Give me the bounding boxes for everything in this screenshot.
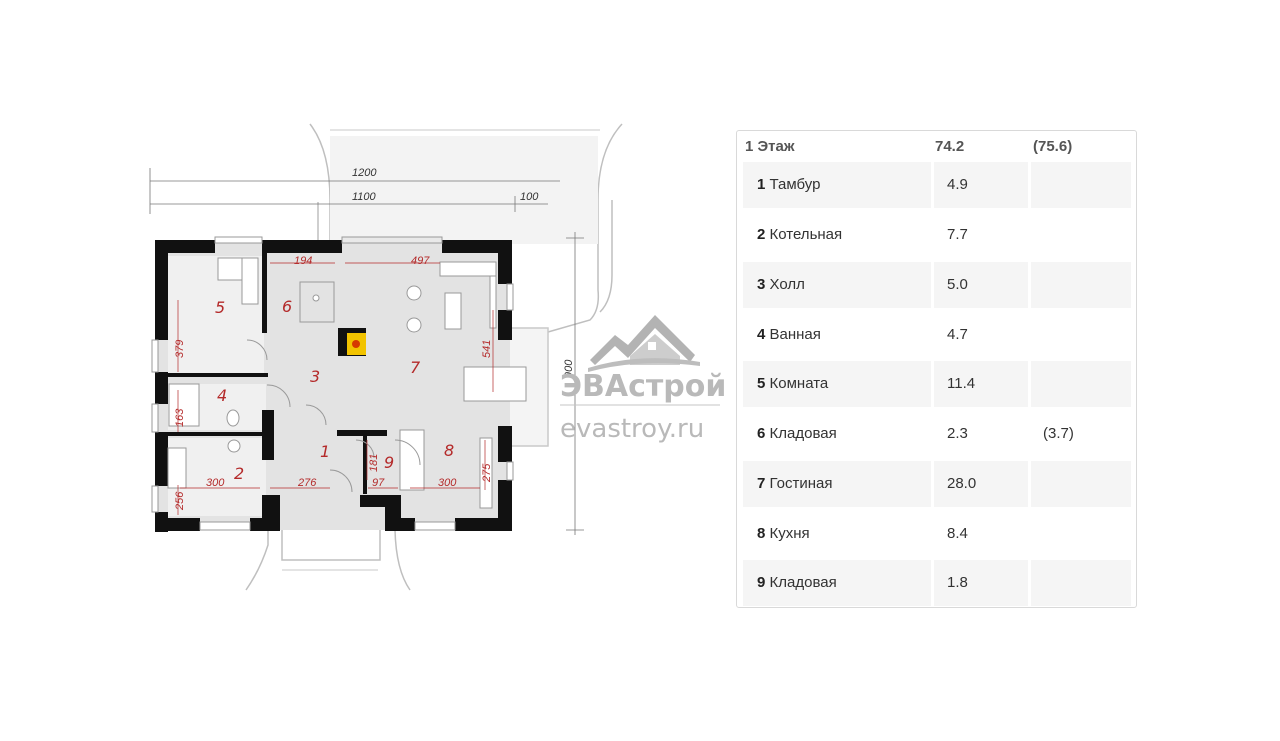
watermark-brand: ЭВАстрой [560,369,726,404]
room-number: 9 [757,574,766,591]
room-area: 5.0 [934,262,1028,308]
room-area: 8.4 [947,525,968,542]
room-name: Кладовая [769,574,837,591]
room-area: 2.3 [947,425,968,442]
room-number: 3 [757,276,766,293]
dim-offset: 100 [520,191,539,203]
room-number: 6 [757,425,766,442]
room-number-2: 2 [234,464,244,483]
room-name: Холл [769,276,805,293]
room-name: Котельная [769,226,843,243]
room-area-alt [1031,361,1131,407]
dim-height: 900 [563,359,575,378]
floor-plan: 1200 1100 100 900 [149,123,726,591]
dim-379: 379 [174,340,186,358]
room-name-cell: 4 Ванная [743,312,931,358]
room-number-6: 6 [282,297,292,316]
room-number: 5 [757,375,766,392]
room-number-5: 5 [215,298,225,317]
room-name: Комната [769,375,829,392]
table-row: 6 Кладовая 2.3 (3.7) [743,411,1131,457]
table-row: 2 Котельная 7.7 [743,212,1131,258]
room-area-alt [1031,212,1131,258]
dim-194: 194 [294,255,312,267]
room-area: 28.0 [934,461,1028,507]
room-name-cell: 6 Кладовая [743,411,931,457]
dim-541: 541 [481,340,493,358]
room-number-4: 4 [217,386,227,405]
room-dimension-lines [177,262,494,515]
room-number-9: 9 [384,453,394,472]
room-area-alt [1031,262,1131,308]
room-name-cell: 3 Холл [743,262,931,308]
dim-497: 497 [411,255,430,267]
watermark-logo [580,300,700,420]
room-number-8: 8 [444,441,454,460]
room-number: 7 [757,475,766,492]
room-name: Кладовая [769,425,837,442]
room-area-alt [1031,511,1131,557]
dim-97: 97 [372,477,385,489]
room-number: 1 [757,176,766,193]
room-name: Кухня [769,525,810,542]
room-name-cell: 7 Гостиная [743,461,931,507]
room-name-cell: 1 Тамбур [743,162,931,208]
table-row: 9 Кладовая 1.8 [743,560,1131,606]
windows [151,236,514,531]
total-area-alt: (75.6) [1033,138,1073,155]
room-area: 4.7 [947,326,968,343]
table-row: 7 Гостиная 28.0 [743,461,1131,507]
table-row: 1 Тамбур 4.9 [743,162,1131,208]
fire-icon [352,340,360,348]
room-name-cell: 2 Котельная [743,212,931,258]
table-row: 3 Холл 5.0 [743,262,1131,308]
room-area: 4.9 [934,162,1028,208]
dim-300-right: 300 [438,477,457,489]
room-area-alt [1031,560,1131,606]
room-name: Тамбур [769,176,821,193]
dim-276: 276 [297,477,317,489]
room-number-7: 7 [410,358,421,377]
total-area: 74.2 [935,138,965,155]
room-area-alt [1031,312,1131,358]
room-area-alt: (3.7) [1043,425,1074,442]
room-area: 1.8 [934,560,1028,606]
room-area-alt [1031,162,1131,208]
dimension-lines [149,168,584,535]
room-number: 8 [757,525,766,542]
table-header: 1 Этаж 74.2 (75.6) [737,131,1136,161]
room-name-cell: 5 Комната [743,361,931,407]
dim-181: 181 [368,454,380,472]
room-name-cell: 9 Кладовая [743,560,931,606]
room-name-cell: 8 Кухня [743,511,931,557]
room-number-3: 3 [310,367,320,386]
dim-inner-width: 1100 [352,191,377,203]
room-area: 7.7 [947,226,968,243]
table-row: 5 Комната 11.4 [743,361,1131,407]
dim-256: 256 [174,491,186,511]
table-row: 8 Кухня 8.4 [743,511,1131,557]
dim-275: 275 [481,463,493,483]
room-number-1: 1 [320,442,330,461]
terrace-fill [330,136,598,244]
room-name: Ванная [769,326,821,343]
room-area-alt [1031,461,1131,507]
room-number: 4 [757,326,766,343]
door-arcs [246,339,421,493]
room-name: Гостиная [769,475,833,492]
dim-300-left: 300 [206,477,225,489]
room-number: 2 [757,226,766,243]
room-area: 11.4 [934,361,1028,407]
dim-163: 163 [174,408,186,427]
watermark-url: evastroy.ru [560,414,704,444]
room-area-table: 1 Этаж 74.2 (75.6) 1 Тамбур 4.9 2 Котель… [736,130,1137,608]
table-row: 4 Ванная 4.7 [743,312,1131,358]
floor-label: 1 Этаж [745,138,795,155]
dim-total-width: 1200 [352,167,377,179]
